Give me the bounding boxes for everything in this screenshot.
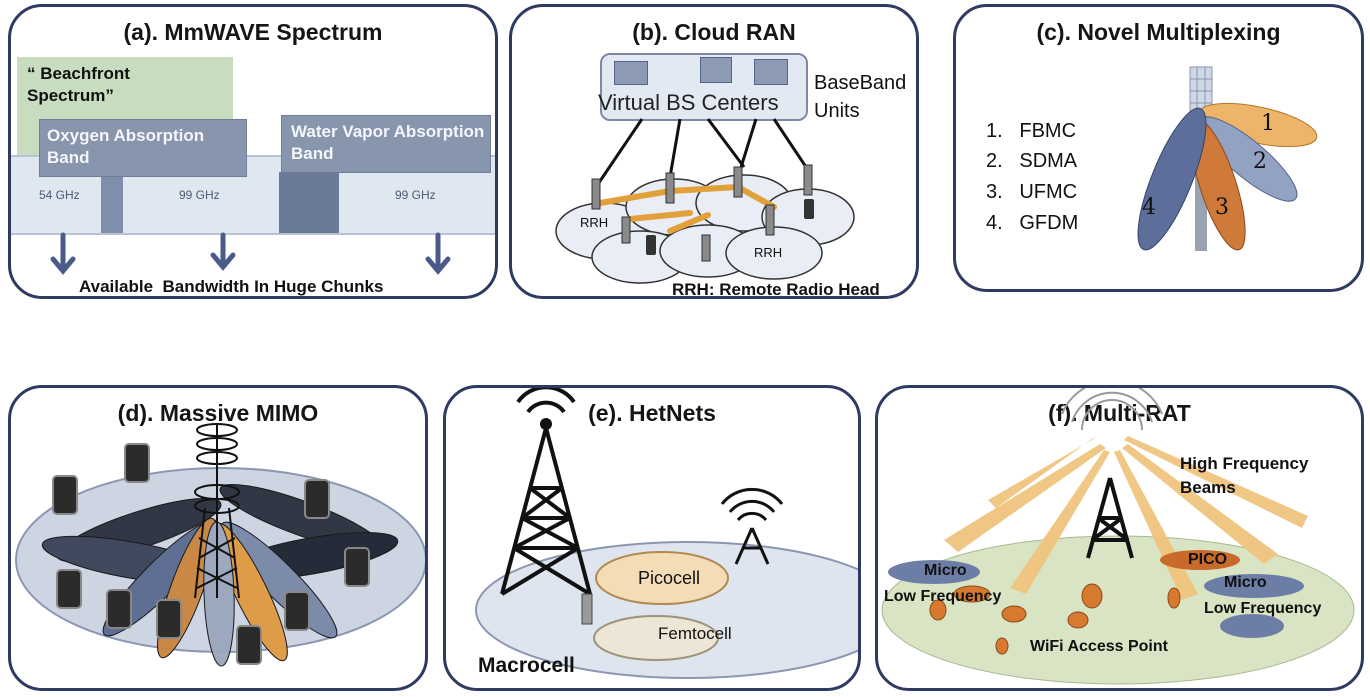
picocell-label: Picocell xyxy=(638,568,701,588)
lf-left-label: Low Frequency xyxy=(884,588,1002,605)
mux-item-3: 3. UFMC xyxy=(986,181,1078,203)
beam-label-2: 2 xyxy=(1253,149,1267,174)
panel-massive-mimo: (d). Massive MIMO xyxy=(8,385,428,691)
panel-novel-multiplexing: (c). Novel Multiplexing 1. FBMC 2. SDMA … xyxy=(953,4,1364,292)
freq-label-54: 54 GHz xyxy=(39,188,80,202)
spectrum-arrows xyxy=(50,232,451,275)
rrh-label-2: RRH xyxy=(754,245,783,260)
rrh-label-1: RRH xyxy=(580,215,609,230)
lf-right-label: Low Frequency xyxy=(1204,600,1322,617)
spectrum-caption: Available Bandwidth In Huge Chunks xyxy=(79,277,384,296)
panel-mmwave-spectrum: (a). MmWAVE Spectrum “ Beachfront Spectr… xyxy=(8,4,498,299)
rrh-caption: RRH: Remote Radio Head xyxy=(672,280,880,299)
femtocell-label: Femtocell xyxy=(658,624,732,643)
multiplexing-beams xyxy=(1137,66,1318,251)
beam-label-3: 3 xyxy=(1215,195,1229,220)
multi-rat-illustration xyxy=(881,388,1355,685)
bbu-square-1 xyxy=(614,61,648,85)
panel-a-title: (a). MmWAVE Spectrum xyxy=(123,19,383,45)
panel-multi-rat: (f). Multi-RAT xyxy=(875,385,1364,691)
panel-cloud-ran: (b). Cloud RAN Virtual BS Centers BaseBa… xyxy=(509,4,919,299)
pico-label: PICO xyxy=(1188,551,1228,568)
wifi-label: WiFi Access Point xyxy=(1030,638,1168,655)
mux-item-1: 1. FBMC xyxy=(986,120,1077,142)
beachfront-label: “ Beachfront Spectrum” xyxy=(27,64,130,105)
water-band-box xyxy=(281,115,491,173)
oxygen-band-label: Oxygen Absorption Band xyxy=(47,126,205,167)
bbu-square-2 xyxy=(700,57,732,83)
oxygen-absorption-marker xyxy=(101,177,123,233)
panel-d-title: (d). Massive MIMO xyxy=(117,400,319,426)
beam-label-1: 1 xyxy=(1261,111,1275,136)
water-band-label: Water Vapor Absorption Band xyxy=(291,122,485,163)
massive-mimo-illustration xyxy=(15,423,425,667)
panel-e-title: (e). HetNets xyxy=(588,400,716,426)
freq-label-99a: 99 GHz xyxy=(179,188,220,202)
water-vapor-marker xyxy=(279,172,339,233)
panel-c-title: (c). Novel Multiplexing xyxy=(1036,19,1281,45)
macrocell-label: Macrocell xyxy=(478,654,575,677)
bbu-square-3 xyxy=(754,59,788,85)
baseband-label: BaseBand Units xyxy=(814,72,907,122)
virtual-bs-label: Virtual BS Centers xyxy=(598,90,779,115)
micro-right-label: Micro xyxy=(1224,574,1267,591)
cloud-ran-network xyxy=(555,118,855,284)
panel-hetnets: (e). HetNets Picoc xyxy=(443,385,861,691)
panel-b-title: (b). Cloud RAN xyxy=(632,19,796,45)
beam-label-4: 4 xyxy=(1142,195,1156,220)
mux-item-4: 4. GFDM xyxy=(986,212,1079,234)
freq-label-99b: 99 GHz xyxy=(395,188,436,202)
hf-beams-label: High Frequency Beams xyxy=(1180,454,1309,497)
mux-item-2: 2. SDMA xyxy=(986,150,1078,172)
oxygen-band-box xyxy=(39,119,247,177)
micro-left-label: Micro xyxy=(924,562,967,579)
hetnets-illustration xyxy=(475,388,858,679)
